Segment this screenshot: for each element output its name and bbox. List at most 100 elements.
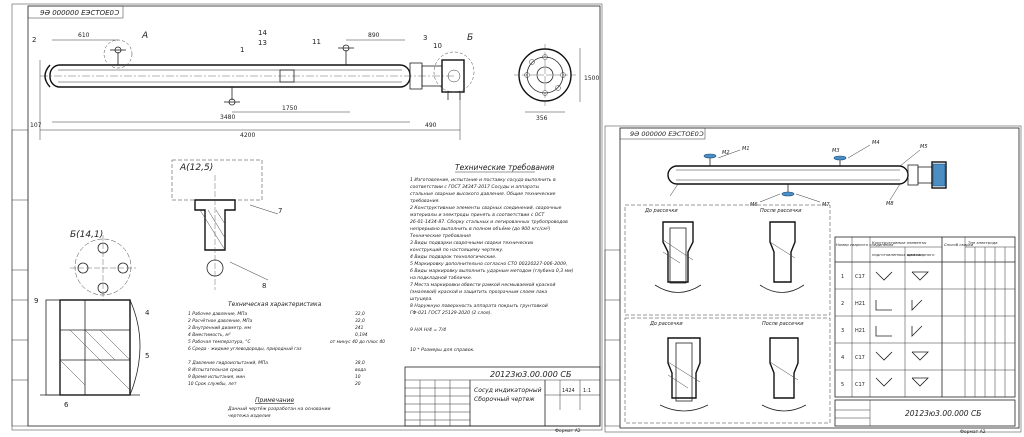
note-line: Данный чертёж разработан на основании [227, 406, 330, 412]
pos-number: 6 [64, 401, 69, 409]
pos-number: 1 [240, 46, 244, 54]
tech-char-label: 5 Рабочая температура, °С [188, 339, 251, 345]
dim-right-offset: 490 [425, 122, 437, 129]
section-label: До рассечки [644, 208, 678, 214]
tech-char-value: 32,0 [355, 318, 365, 324]
tech-char-label: 2 Расчётное давление, МПа [188, 318, 253, 324]
pos-number: 3 [423, 34, 427, 42]
weld-row-number: 1 [841, 274, 844, 280]
dim-bottom-small: 356 [536, 115, 548, 122]
tech-req-line: 9 Н/А Н/4 = 7/4 [410, 327, 446, 333]
valve-top-mid-icon [338, 44, 354, 65]
section-label: До рассечки [649, 321, 683, 327]
dim-total-length: 4200 [240, 132, 255, 139]
weld-row-number: 5 [841, 382, 844, 388]
tech-char-label: 4 Вместимость, м³ [188, 332, 231, 338]
tech-req-line: конструкций по настоящему чертежу. [410, 247, 504, 253]
tech-req-line: Технические требования [410, 233, 471, 239]
title-block-2-code: 20123ю3.00.000 СБ [905, 409, 981, 418]
dim-span-inner: 1750 [282, 105, 297, 112]
valve-bottom-icon [224, 87, 240, 106]
weld-header: Способ сварки [944, 242, 974, 247]
detail-b-label: Б(14,1) [70, 230, 103, 240]
title-block-2 [834, 399, 1016, 427]
tech-char-value: 38,0 [355, 360, 365, 366]
title-block-1-name-2: Сборочный чертеж [474, 396, 535, 403]
dim-top-left: 610 [78, 32, 90, 39]
pos-number: 4 [145, 309, 150, 317]
tech-req-line: на подкладной табличке. [410, 275, 472, 281]
tech-req-line: требования. [410, 198, 440, 204]
weld-row-code: С17 [855, 355, 865, 361]
weld-row-code: С17 [855, 274, 865, 280]
valve-m3-icon [781, 184, 795, 197]
weld-header: Конструктивные элементы [872, 240, 926, 245]
title-block-1-code: 20123ю3.00.000 СБ [490, 370, 572, 379]
nozzle-label: M6 [750, 202, 758, 208]
title-block-1-mass: 1424 [562, 388, 575, 394]
tech-req-line: 2 Конструктивные элементы сварных соедин… [410, 205, 562, 211]
tech-char-label: 10 Срок службы, лет [188, 381, 237, 387]
sheet2-corner-stamp: 9Ә 000000 ЕЭСТОЕ0Ͻ [630, 130, 704, 138]
valve-m1-icon [703, 153, 717, 166]
nozzle-section-1 [654, 221, 702, 293]
tech-req-line: 10 * Размеры для справок. [410, 347, 475, 353]
pos-number: 14 [258, 29, 267, 37]
tech-req-line: соответствии с ГОСТ 34347-2017 Сосуды и … [410, 184, 539, 190]
tech-req-line: 6 Виды маркировку выполнить ударным мето… [410, 268, 574, 274]
nozzle-label: M7 [822, 202, 830, 208]
section-label: После рассечки [762, 321, 804, 327]
title-block-2-format: Формат А2 [960, 429, 986, 435]
weld-row-number: 3 [841, 328, 844, 334]
title-block-1-format: Формат А2 [555, 428, 581, 434]
end-view-flange [514, 44, 581, 113]
tech-char-value: 20 [355, 381, 361, 387]
tech-char-label: 1 Рабочее давление, МПа [188, 311, 247, 317]
tech-req-line: стальные сварные высокого давления. Общи… [410, 191, 556, 197]
sheet-1 [11, 3, 603, 431]
pos-number: 7 [278, 207, 282, 215]
nozzle-label: M5 [920, 144, 928, 150]
pos-number: 13 [258, 39, 267, 47]
tech-req-line: 8 Наружную поверхность аппарата покрыть … [410, 303, 548, 309]
nozzle-label: M8 [886, 201, 894, 207]
tech-char-value: 10 [355, 374, 361, 380]
dim-height-right: 1500 [584, 75, 599, 82]
nozzle-section-4 [761, 337, 807, 412]
note-title: Примечание [255, 397, 294, 404]
tech-req-line: 3 Виды подварки сварочными сварки технич… [410, 240, 534, 246]
tech-char-value: 32,0 [355, 311, 365, 317]
tech-req-line: штуцера. [410, 297, 433, 302]
pos-number: 10 [433, 42, 442, 50]
weld-sub-header: шва сварного [907, 252, 935, 257]
nozzle-label: M4 [872, 140, 880, 146]
tech-char-value: от минус 40 до плюс 40 [330, 339, 385, 345]
weld-row-number: 4 [841, 355, 844, 361]
tech-req-line: 4 Виды подварок технологические. [410, 254, 497, 260]
dim-span-main: 3480 [220, 114, 235, 121]
view-a-label: A [141, 31, 148, 41]
weld-row-code: Н21 [855, 301, 865, 307]
valve-top-left-icon [110, 46, 126, 65]
tech-requirements-title: Технические требования [455, 163, 555, 172]
pos-number: 11 [312, 38, 321, 46]
weld-row-number: 2 [841, 301, 844, 307]
tech-char-label: 9 Время испытания, мин [188, 374, 245, 380]
weld-row-code: С17 [855, 382, 865, 388]
weld-row-code: Н21 [855, 328, 865, 334]
tech-req-line: материалы и электроды принять в соответс… [410, 212, 546, 218]
note-line: чертежа изделия [228, 414, 271, 419]
nozzle-section-2 [759, 221, 805, 293]
pos-number: 2 [32, 36, 36, 44]
dim-left-offset: 107 [30, 122, 42, 129]
tech-char-label: 3 Внутренний диаметр, мм [188, 325, 252, 331]
pos-number: 5 [145, 352, 149, 360]
weld-sub-header: подготовленных кромок [872, 252, 922, 257]
dim-top-right: 890 [368, 32, 380, 39]
title-block-1 [404, 366, 601, 427]
tech-req-line: непрерывно выполнить в полном объёме (до… [410, 226, 551, 232]
title-block-1-scale: 1:1 [583, 388, 591, 394]
pos-number: 9 [34, 297, 38, 305]
tech-req-line: 7 Места маркировки обвести рамкой несмыв… [410, 282, 555, 288]
